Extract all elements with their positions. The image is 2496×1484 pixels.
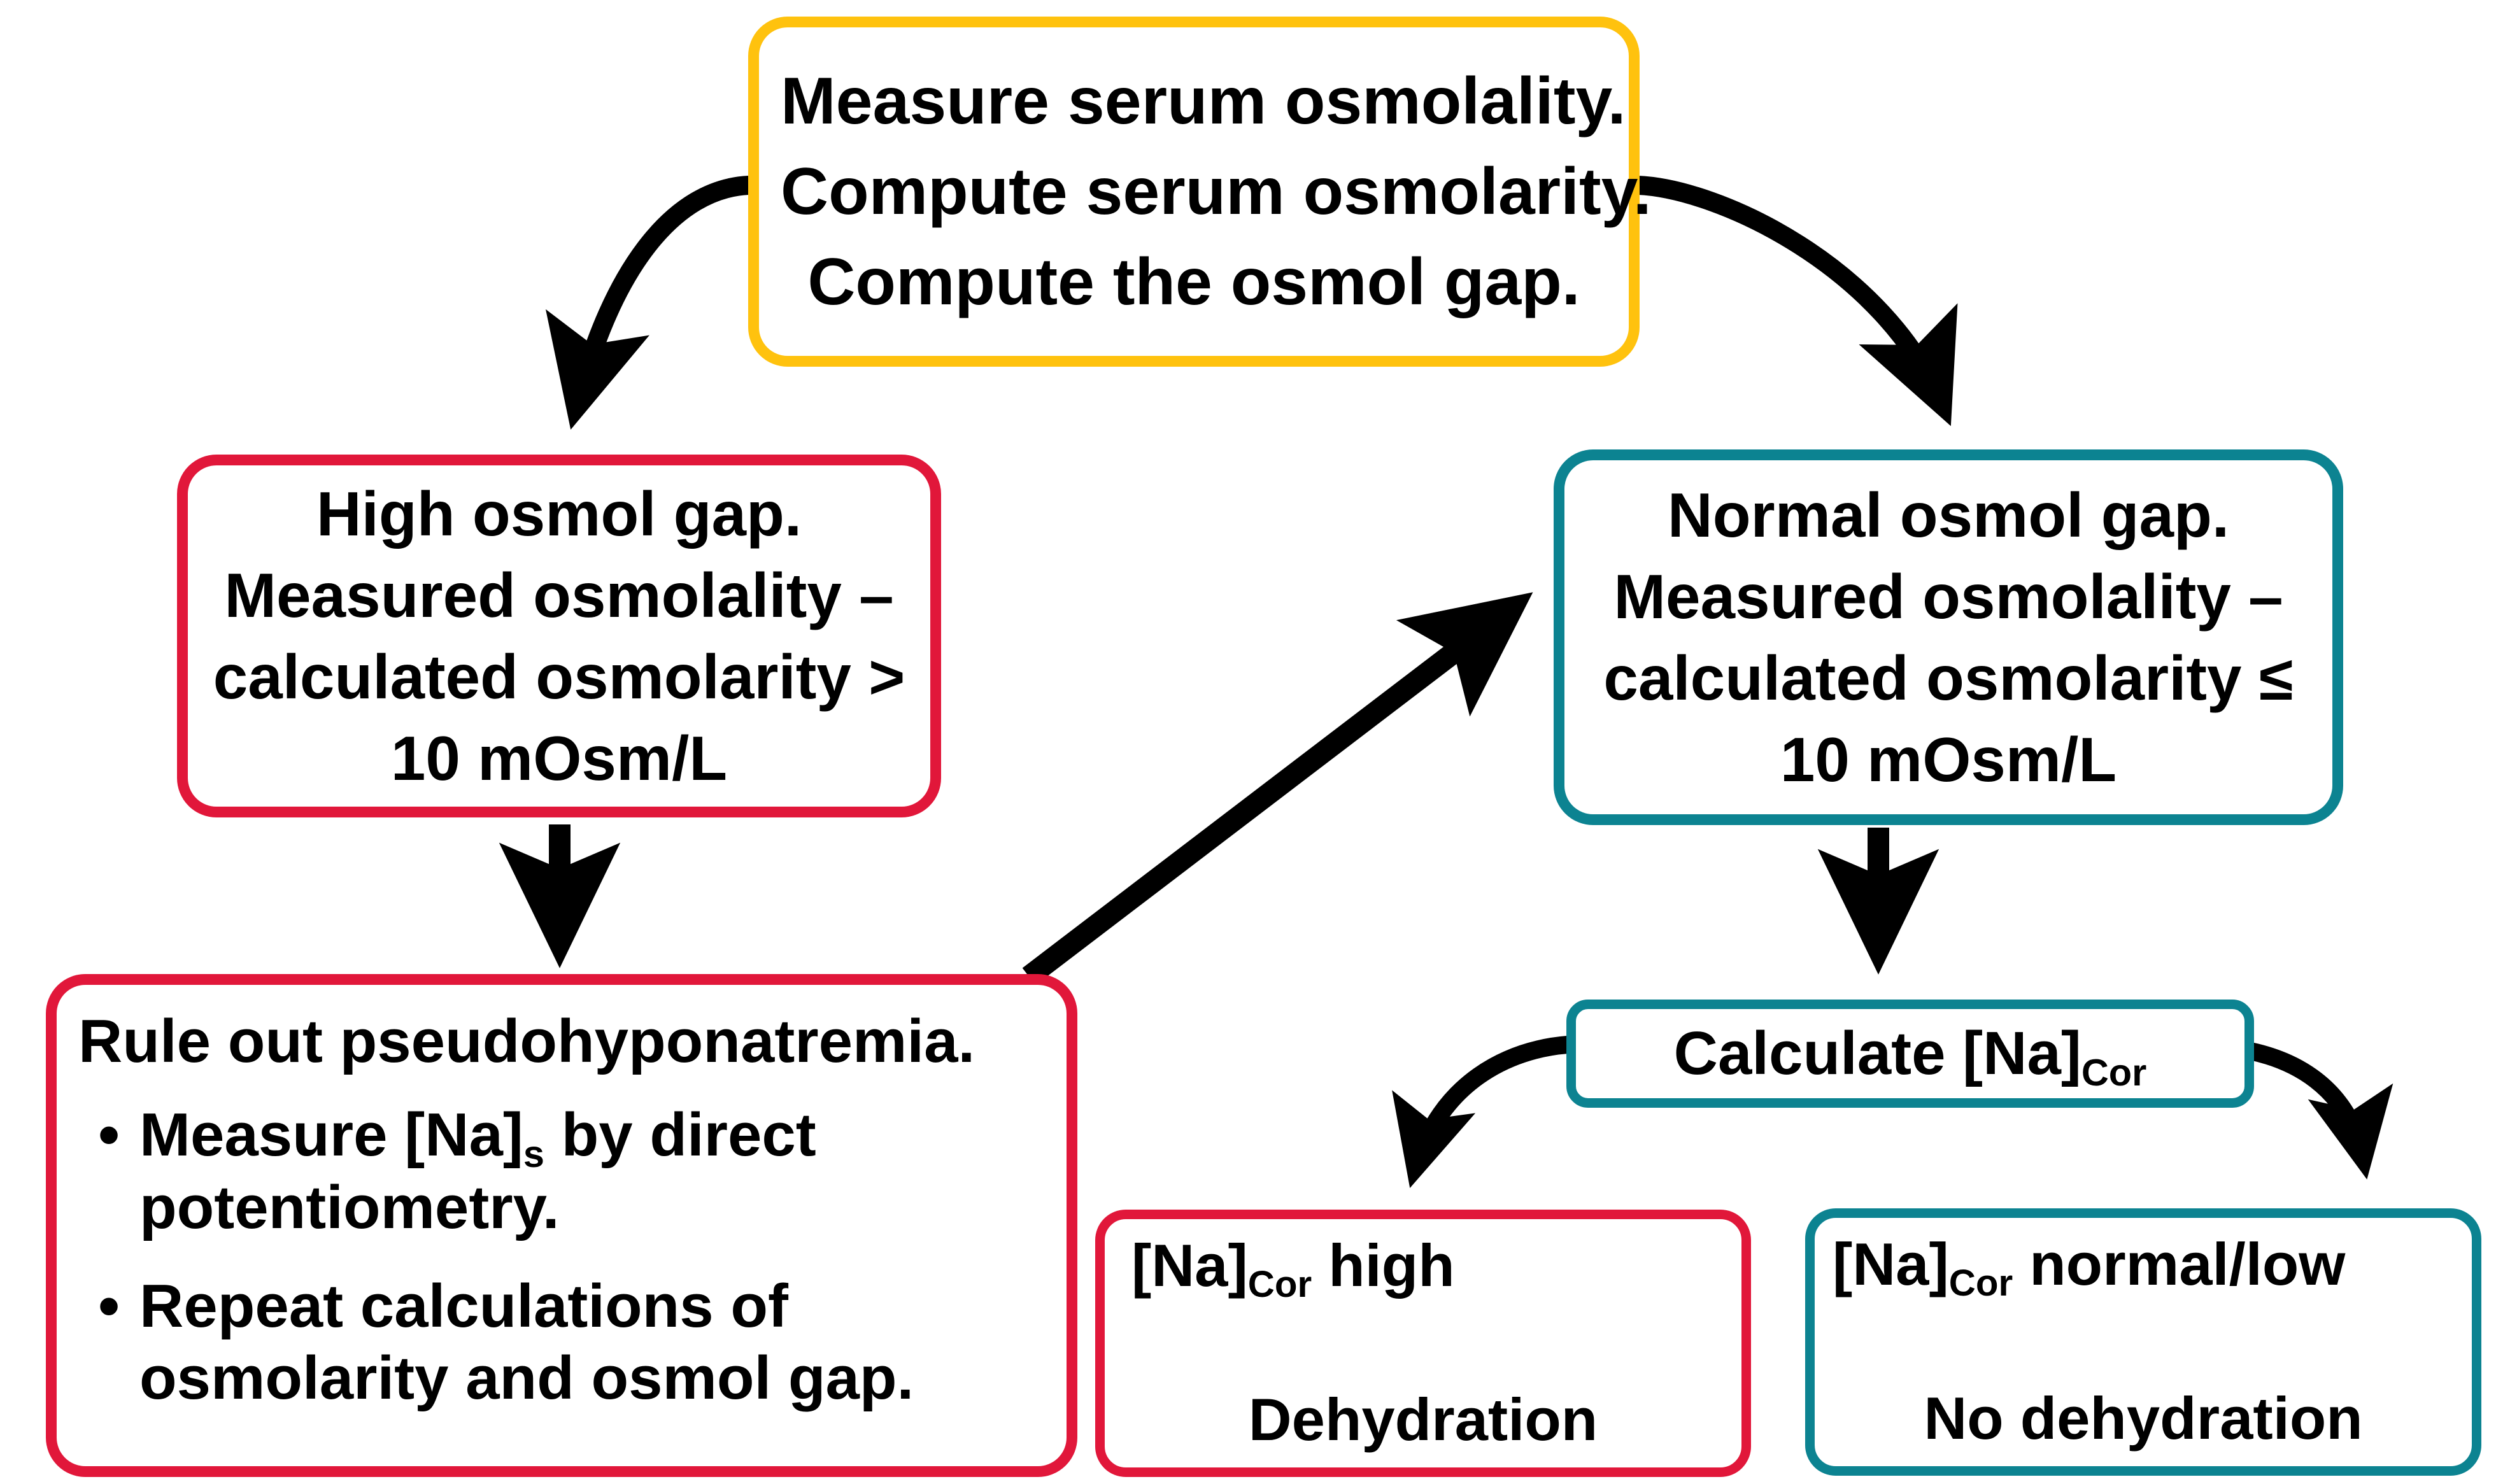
node-nahigh-prefix: [Na] [1131,1232,1248,1299]
bullet-1-suffix: by direct potentiometry. [139,1101,816,1241]
arrow-calculate-to-na-cor-normal-low [2234,1040,2393,1180]
arrow-top-to-high-osmol-gap [546,176,749,430]
node-nahigh-line-1: [Na]Cor high [1131,1236,1730,1304]
node-calculate-na-cor[interactable]: Calculate [Na]Cor [1566,1000,2254,1108]
node-normal-line-2: Measured osmolality – [1613,562,2283,632]
arrow-top-to-normal-osmol-gap [1637,176,1958,427]
node-pseudo-bullet-1-text: Measure [Na]s by direct potentiometry. [139,1099,1044,1243]
node-high-line-3: calculated osmolarity > [213,642,905,712]
node-nanorm-subscript: Cor [1948,1262,2013,1304]
arrow-pseudohyponatremia-to-normal-gap [1022,592,1533,986]
node-normal-line-4: 10 mOsm/L [1780,724,2117,795]
node-na-cor-high-dehydration[interactable]: [Na]Cor high Dehydration [1095,1210,1751,1477]
node-pseudo-bullet-2-text: Repeat calculations of osmolarity and os… [139,1270,1044,1415]
node-normal-line-1: Normal osmol gap. [1667,480,2230,550]
bullet-1-prefix: Measure [Na] [139,1101,523,1170]
node-nanorm-suffix: normal/low [2013,1231,2346,1297]
node-pseudo-bullet-1: • Measure [Na]s by direct potentiometry. [78,1099,1044,1243]
node-top-line-2: Compute serum osmolarity. [781,155,1652,229]
node-nanorm-line-2: No dehydration [1924,1385,2363,1452]
node-nahigh-suffix: high [1312,1232,1455,1299]
node-na-cor-normal-low-no-dehydration[interactable]: [Na]Cor normal/low No dehydration [1805,1208,2481,1476]
node-high-line-2: Measured osmolality – [224,560,894,630]
node-normal-line-3: calculated osmolarity ≤ [1603,643,2294,713]
node-measure-serum-osmolality[interactable]: Measure serum osmolality. Compute serum … [748,17,1652,367]
node-nahigh-subscript: Cor [1247,1264,1312,1306]
bullet-1-subscript: s [523,1133,544,1176]
node-calc-prefix: Calculate [Na] [1673,1019,2081,1087]
node-top-line-3: Compute the osmol gap. [807,245,1580,319]
node-pseudo-bullet-2: • Repeat calculations of osmolarity and … [78,1270,1044,1415]
node-normal-osmol-gap[interactable]: Normal osmol gap. Measured osmolality – … [1554,449,2343,825]
node-nanorm-line-1: [Na]Cor normal/low [1833,1231,2462,1303]
bullet-2-prefix: Repeat calculations of osmolarity and os… [139,1271,914,1413]
node-top-line-1: Measure serum osmolality. [781,64,1626,138]
node-high-line-4: 10 mOsm/L [390,723,728,793]
node-pseudo-title: Rule out pseudohyponatremia. [78,1007,975,1075]
bullet-dot-icon: • [98,1101,120,1170]
node-nanorm-prefix: [Na] [1833,1231,1949,1297]
node-calc-subscript: Cor [2081,1050,2147,1094]
node-high-osmol-gap[interactable]: High osmol gap. Measured osmolality – ca… [177,455,941,817]
node-high-line-1: High osmol gap. [316,479,802,549]
bullet-dot-icon: • [98,1271,120,1340]
node-nahigh-line-2: Dehydration [1248,1386,1598,1453]
node-calc-label: Calculate [Na]Cor [1576,1023,2244,1092]
arrow-calculate-to-na-cor-high [1392,1036,1569,1189]
node-rule-out-pseudohyponatremia[interactable]: Rule out pseudohyponatremia. • Measure [… [46,974,1077,1477]
